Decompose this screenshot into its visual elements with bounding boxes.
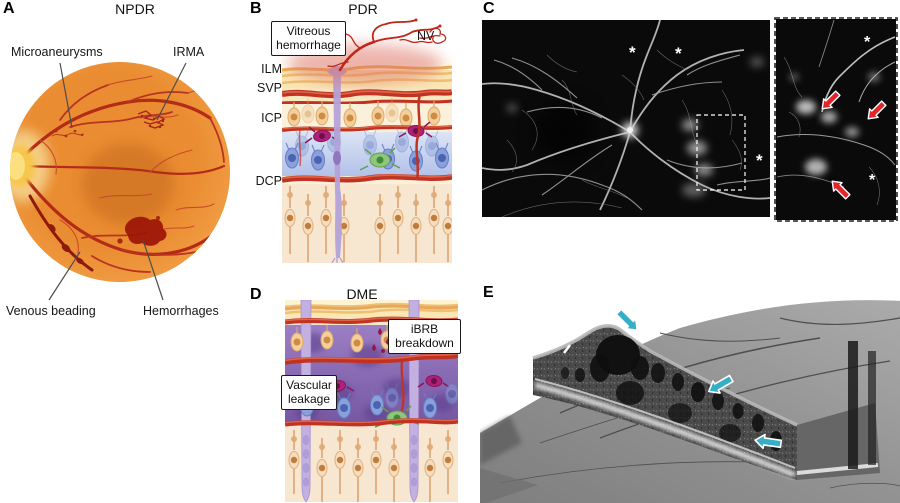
asterisk-mark: * <box>629 43 636 62</box>
label-irma: IRMA <box>173 45 205 59</box>
connecting-vessel <box>415 93 422 181</box>
label-ilm: ILM <box>261 62 282 76</box>
label-nv: NV <box>417 29 435 43</box>
venous-beading-vessel <box>28 194 94 272</box>
asterisk-mark: * <box>864 34 871 51</box>
panel-d-title: DME <box>346 286 378 302</box>
icp-vessel <box>282 125 452 132</box>
leakage-patches <box>507 57 764 197</box>
inset-dashed-border <box>774 17 898 222</box>
optic-disc-hyperfluorescence <box>622 122 638 138</box>
panel-b-letter: B <box>250 0 262 17</box>
roi-dashed-box <box>696 114 746 191</box>
hemorrhage-lesion <box>117 215 167 246</box>
cyan-arrow-icon <box>615 308 638 331</box>
label-microaneurysms: Microaneurysms <box>11 45 103 59</box>
label-svp: SVP <box>256 81 282 95</box>
red-arrow-icon <box>821 90 841 110</box>
panel-d-letter: D <box>250 286 262 303</box>
label-icp: ICP <box>261 111 282 125</box>
label-venous-beading: Venous beading <box>6 304 96 318</box>
dcp-vessel <box>282 173 452 183</box>
panel-c-letter: C <box>483 0 495 17</box>
cyan-arrow-icon <box>754 433 783 450</box>
highlight-tick <box>563 344 571 354</box>
macula <box>82 144 174 224</box>
panel-b-title: PDR <box>348 1 378 17</box>
panel-e-letter: E <box>483 284 494 301</box>
rpe-band <box>534 378 796 478</box>
optic-disc <box>10 145 35 187</box>
retinal-vessels <box>22 75 226 273</box>
vitreous-hemorrhage-box: Vitreous hemorrhage <box>271 21 346 56</box>
label-dcp: DCP <box>255 174 282 188</box>
side-face <box>797 403 880 480</box>
fundus-illustration <box>10 62 230 301</box>
oct-3d-image <box>480 300 900 503</box>
asterisk-mark: * <box>756 151 763 170</box>
cyst-spaces <box>561 335 782 451</box>
irma-lesion <box>137 110 166 129</box>
red-arrow-icon <box>867 100 887 120</box>
angiogram-inset: * * <box>774 17 898 222</box>
angiogram-image: * * * <box>482 20 770 217</box>
shadow-bar <box>868 351 876 465</box>
ibrb-breakdown-box: iBRB breakdown <box>388 319 461 354</box>
asterisk-mark: * <box>869 172 876 189</box>
panel-a-letter: A <box>3 0 15 17</box>
dcp-vessel-d <box>285 418 458 427</box>
label-hemorrhages: Hemorrhages <box>143 304 219 318</box>
asterisk-mark: * <box>675 44 682 63</box>
vascular-leakage-box: Vascular leakage <box>281 375 337 410</box>
leader-lines <box>48 62 187 301</box>
inset-leakage <box>789 72 880 175</box>
shadow-bar <box>848 341 858 469</box>
cyan-arrow-icon <box>707 374 734 394</box>
microaneurysms-lesion <box>51 129 85 138</box>
green-cell <box>359 147 401 171</box>
red-arrow-icon <box>831 180 851 200</box>
panel-a-title: NPDR <box>115 1 155 17</box>
